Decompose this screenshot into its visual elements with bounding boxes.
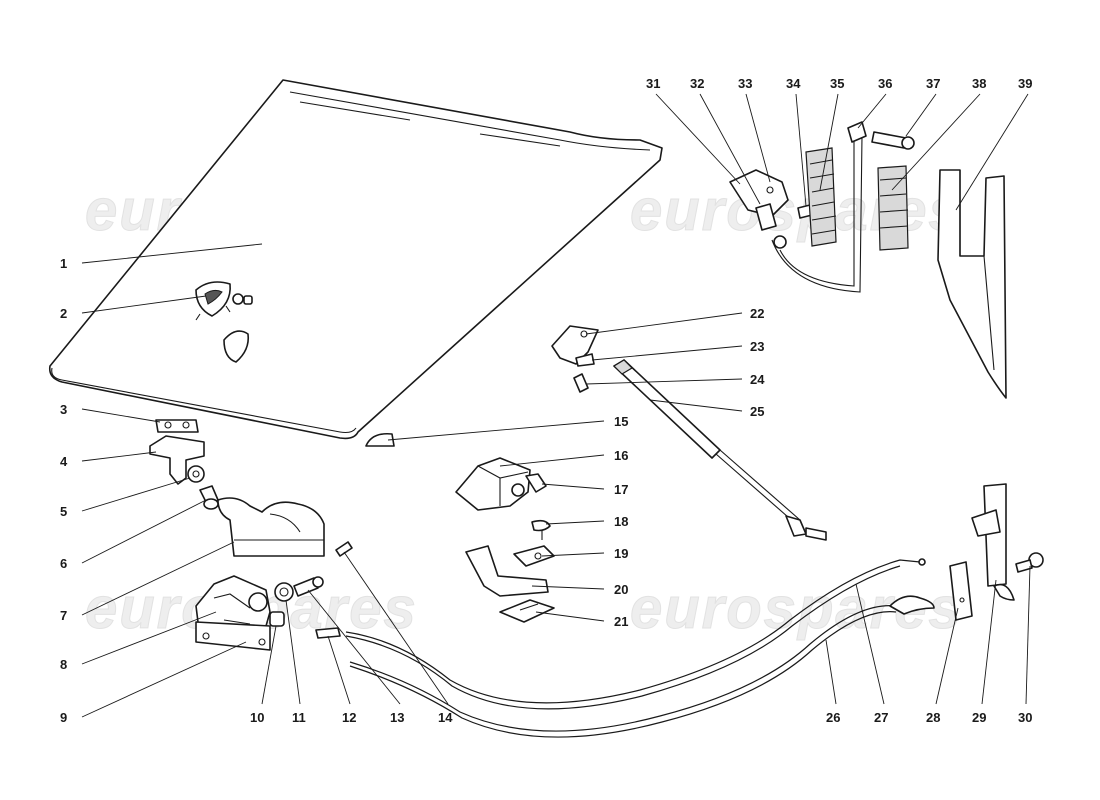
callout-25: 25 <box>750 404 764 419</box>
part-6-lock-cover <box>217 497 325 557</box>
callout-13: 13 <box>390 710 404 725</box>
callout-24: 24 <box>750 372 765 387</box>
callout-37: 37 <box>926 76 940 91</box>
callout-6: 6 <box>60 556 67 571</box>
part-23-bolt <box>575 353 595 367</box>
callout-19: 19 <box>614 546 628 561</box>
callout-10: 10 <box>250 710 264 725</box>
release-cables <box>345 558 935 738</box>
part-13-bolt <box>293 576 324 597</box>
callout-18: 18 <box>614 514 628 529</box>
callout-4: 4 <box>60 454 68 469</box>
callout-21: 21 <box>614 614 628 629</box>
callout-26: 26 <box>826 710 840 725</box>
callout-20: 20 <box>614 582 628 597</box>
part-12-bolt <box>315 627 341 639</box>
callout-27: 27 <box>874 710 888 725</box>
part-10-nut <box>269 611 285 627</box>
callout-28: 28 <box>926 710 940 725</box>
callout-9: 9 <box>60 710 67 725</box>
callout-7: 7 <box>60 608 67 623</box>
part-18-screw <box>531 519 551 540</box>
part-14-screw <box>335 541 353 557</box>
part-38-rubber-block <box>877 165 909 251</box>
callout-1: 1 <box>60 256 67 271</box>
part-3-clip <box>155 419 199 433</box>
leader-lines <box>81 93 1031 718</box>
part-4-bracket <box>149 435 205 485</box>
part-16-bracket <box>455 457 531 511</box>
callout-32: 32 <box>690 76 704 91</box>
callout-11: 11 <box>292 710 306 725</box>
part-17-screw <box>525 473 547 493</box>
part-25-gas-strut <box>613 359 827 541</box>
callout-5: 5 <box>60 504 67 519</box>
part-30-screw <box>1015 552 1044 573</box>
callout-12: 12 <box>342 710 356 725</box>
callout-17: 17 <box>614 482 628 497</box>
part-21-plate <box>499 599 555 623</box>
callout-8: 8 <box>60 657 67 672</box>
callout-38: 38 <box>972 76 986 91</box>
callout-2: 2 <box>60 306 67 321</box>
part-28-bracket <box>949 561 973 621</box>
bonnet-panel <box>48 79 663 440</box>
part-24-bolt <box>573 373 589 393</box>
callout-16: 16 <box>614 448 628 463</box>
callout-labels: 1 2 3 4 5 6 7 8 9 10 11 12 13 14 15 16 1… <box>60 76 1032 725</box>
watermark-top-right: eurospares <box>630 178 963 243</box>
callout-15: 15 <box>614 414 628 429</box>
callout-23: 23 <box>750 339 764 354</box>
callout-14: 14 <box>438 710 453 725</box>
part-29-lever <box>971 483 1015 601</box>
callout-36: 36 <box>878 76 892 91</box>
badge-assembly <box>195 281 253 363</box>
callout-30: 30 <box>1018 710 1032 725</box>
callout-39: 39 <box>1018 76 1032 91</box>
latch-mechanism <box>195 575 271 651</box>
part-35-rubber-stop <box>805 147 837 247</box>
part-22-bracket <box>551 325 599 365</box>
part-5-spacer <box>199 485 219 510</box>
callout-29: 29 <box>972 710 986 725</box>
part-19-plate <box>513 545 555 567</box>
callout-34: 34 <box>786 76 801 91</box>
callout-33: 33 <box>738 76 752 91</box>
part-11-washer <box>274 582 294 602</box>
part-15-pad <box>365 432 395 447</box>
callout-35: 35 <box>830 76 844 91</box>
part-37-bolt <box>871 131 915 150</box>
part-31-33-hinge <box>729 121 867 293</box>
part-20-catch <box>465 545 549 597</box>
callout-22: 22 <box>750 306 764 321</box>
callout-3: 3 <box>60 402 67 417</box>
callout-31: 31 <box>646 76 660 91</box>
part-39-panel <box>937 169 1007 399</box>
